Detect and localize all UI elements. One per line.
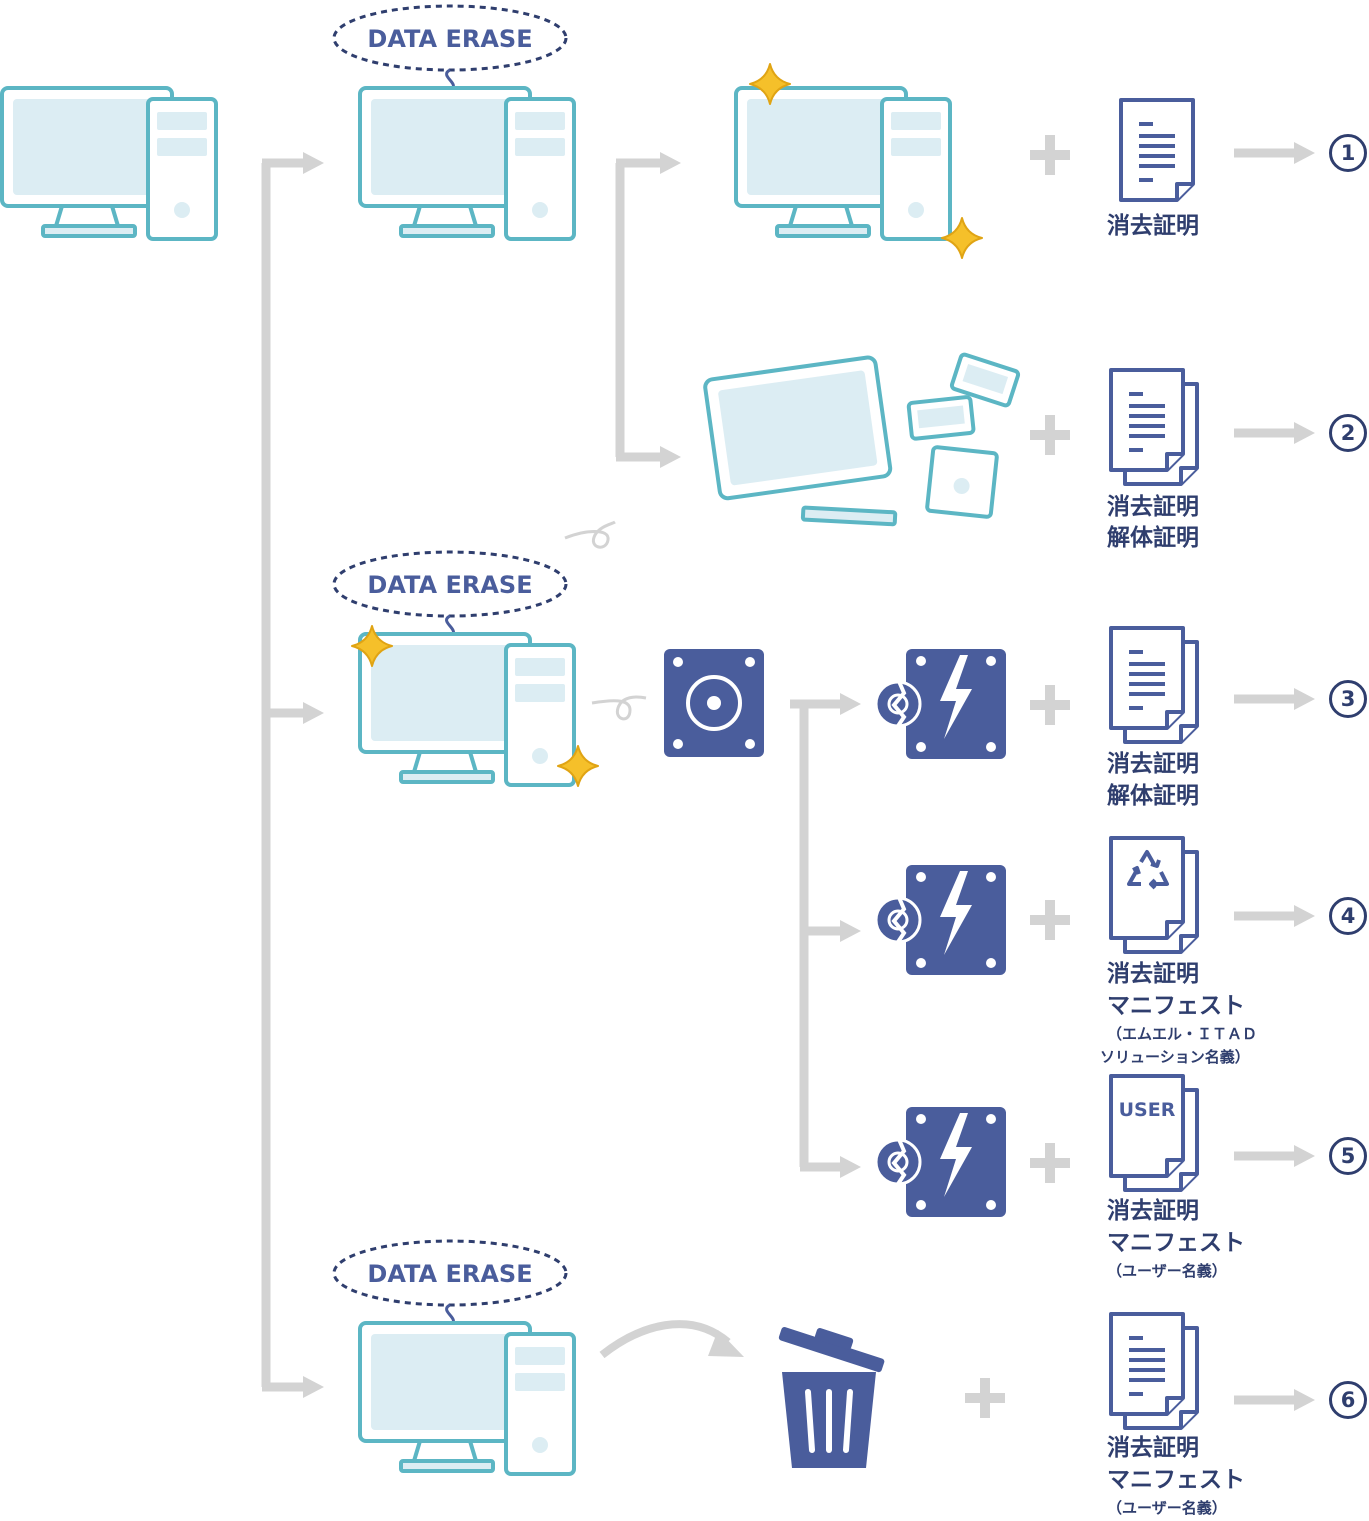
outcome-number-5: 5 xyxy=(1329,1137,1367,1175)
trash-can-icon xyxy=(778,1327,885,1468)
destroyed-hdd-icon xyxy=(874,863,1008,977)
outcome-1-line-1: 消去証明 xyxy=(1107,213,1199,239)
plus-icon xyxy=(1030,685,1070,725)
erased-computer-icon xyxy=(358,86,576,241)
connector-lines xyxy=(261,148,1296,1405)
plus-icon xyxy=(1030,135,1070,175)
recycle-manifest-document-icon xyxy=(1109,836,1199,954)
erase-bubble-3: DATA ERASE xyxy=(332,1239,568,1347)
outcome-5-line-2: マニフェスト xyxy=(1107,1230,1245,1256)
certificate-document-icon xyxy=(1119,98,1195,202)
curved-arrow xyxy=(599,1320,744,1359)
outcome-5-line-1: 消去証明 xyxy=(1107,1198,1199,1224)
source-computer-icon xyxy=(0,86,218,241)
outcome-6-note-1: （ユーザー名義） xyxy=(1107,1499,1227,1517)
outcome-4-line-1: 消去証明 xyxy=(1107,961,1199,987)
certificate-documents-icon xyxy=(1109,626,1199,744)
outcome-4-line-2: マニフェスト xyxy=(1107,993,1245,1019)
outcome-number-1: 1 xyxy=(1329,134,1367,172)
erase-bubble-2: DATA ERASE xyxy=(332,550,568,658)
outcome-2-line-1: 消去証明 xyxy=(1107,494,1199,520)
outcome-6-line-1: 消去証明 xyxy=(1107,1435,1199,1461)
plus-icon xyxy=(965,1378,1005,1418)
user-manifest-document-icon: USER xyxy=(1109,1074,1199,1192)
gray-squiggle xyxy=(591,695,647,721)
refurbished-computer-icon xyxy=(734,86,952,241)
destroyed-hdd-icon xyxy=(874,1105,1008,1219)
outcome-4-note-2: ソリューション名義） xyxy=(1100,1048,1250,1066)
outcome-3-line-2: 解体証明 xyxy=(1107,783,1199,809)
plus-icon xyxy=(1030,900,1070,940)
outcome-2-line-2: 解体証明 xyxy=(1107,525,1199,551)
destroyed-hdd-icon xyxy=(874,647,1008,761)
plus-icons xyxy=(965,135,1070,1418)
plus-icon xyxy=(1030,415,1070,455)
certificate-documents-icon xyxy=(1109,368,1199,486)
certificate-documents-icon xyxy=(1109,1312,1199,1430)
outcome-3-line-1: 消去証明 xyxy=(1107,751,1199,777)
plus-icon xyxy=(1030,1143,1070,1183)
outcome-4-note-1: （エムエル・ＩＴＡＤ xyxy=(1107,1025,1258,1043)
erased-computer-hdd-icon xyxy=(358,632,576,787)
outcome-5-note-1: （ユーザー名義） xyxy=(1107,1262,1227,1280)
user-label: USER xyxy=(1119,1099,1176,1121)
outcome-number-4: 4 xyxy=(1329,897,1367,935)
erase-bubble-1: DATA ERASE xyxy=(332,4,568,112)
gray-squiggle xyxy=(564,520,616,549)
erase-label-1: DATA ERASE xyxy=(367,25,532,53)
outcome-6-line-2: マニフェスト xyxy=(1107,1467,1245,1493)
outcome-number-2: 2 xyxy=(1329,414,1367,452)
erased-computer-disposal-icon xyxy=(358,1321,576,1476)
erase-label-3: DATA ERASE xyxy=(367,1260,532,1288)
outcome-number-6: 6 xyxy=(1329,1381,1367,1419)
hard-disk-icon xyxy=(664,649,764,757)
recycle-icon xyxy=(1127,850,1169,890)
dismantled-computer-icon xyxy=(703,352,1021,527)
erase-label-2: DATA ERASE xyxy=(367,571,532,599)
outcome-number-3: 3 xyxy=(1329,680,1367,718)
arrow-heads xyxy=(303,142,1315,1411)
